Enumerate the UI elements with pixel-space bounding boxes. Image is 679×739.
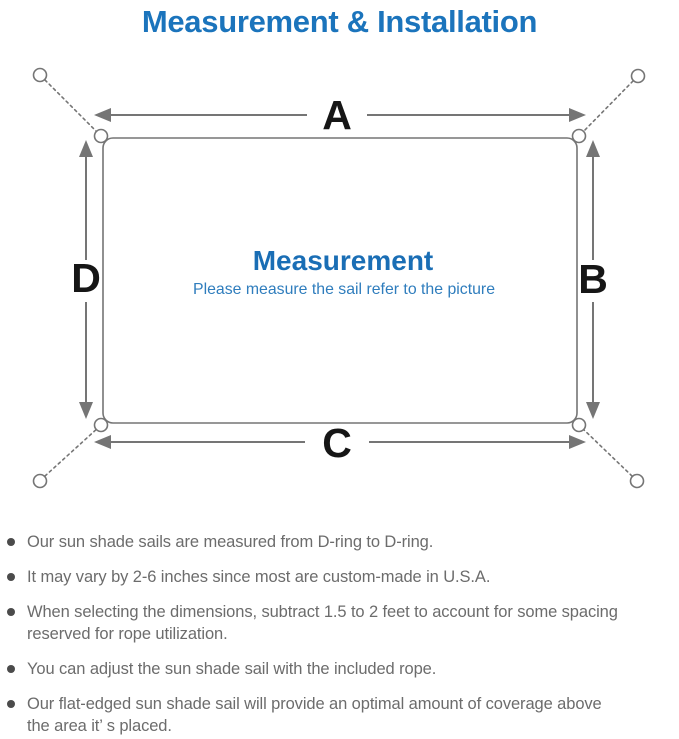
bullet-text-line: When selecting the dimensions, subtract … (27, 603, 618, 621)
arrowhead-a-right (569, 108, 586, 122)
arrowhead-c-left (94, 435, 111, 449)
bullet-text-line: Our flat-edged sun shade sail will provi… (27, 695, 602, 713)
connector-line-bottom-left (44, 426, 100, 477)
anchor-ring-bottom-left (32, 473, 48, 489)
diagram-center-title: Measurement (253, 245, 434, 276)
arrowhead-b-bottom (586, 402, 600, 419)
connector-line-bottom-right (580, 426, 633, 477)
diagram-center-subtitle: Please measure the sail refer to the pic… (193, 281, 495, 298)
arrowhead-c-right (569, 435, 586, 449)
d-ring-bottom-right (571, 417, 587, 433)
list-item: Our sun shade sails are measured from D-… (7, 531, 675, 553)
anchor-ring-top-left (32, 67, 48, 83)
arrowhead-b-top (586, 140, 600, 157)
dimension-label-a: A (322, 92, 352, 138)
arrowhead-a-left (94, 108, 111, 122)
anchor-ring-bottom-right (629, 473, 645, 489)
connector-line-top-right (580, 80, 634, 135)
bullet-icon (7, 538, 15, 546)
bullet-icon (7, 573, 15, 581)
list-item: Our flat-edged sun shade sail will provi… (7, 693, 675, 737)
d-ring-top-left (93, 128, 109, 144)
bullet-text-line: reserved for rope utilization. (27, 625, 228, 643)
connector-line-top-left (44, 79, 100, 135)
list-item: When selecting the dimensions, subtract … (7, 601, 675, 645)
bullet-icon (7, 700, 15, 708)
arrowhead-d-bottom (79, 402, 93, 419)
bullet-text-line: It may vary by 2-6 inches since most are… (27, 568, 491, 586)
page-title: Measurement & Installation (141, 4, 538, 39)
d-ring-top-right (571, 128, 587, 144)
measurement-diagram: A C D B Measurem (32, 67, 646, 489)
list-item: You can adjust the sun shade sail with t… (7, 658, 675, 680)
dimension-label-d: D (71, 255, 101, 301)
d-ring-bottom-left (93, 417, 109, 433)
bullet-text-line: You can adjust the sun shade sail with t… (27, 660, 437, 678)
bullet-icon (7, 608, 15, 616)
instruction-list: Our sun shade sails are measured from D-… (0, 513, 679, 737)
dimension-label-b: B (578, 256, 608, 302)
list-item: It may vary by 2-6 inches since most are… (7, 566, 675, 588)
anchor-ring-top-right (630, 68, 646, 84)
bullet-text-line: Our sun shade sails are measured from D-… (27, 533, 434, 551)
arrowhead-d-top (79, 140, 93, 157)
dimension-label-c: C (322, 420, 352, 466)
bullet-text-line: the area it’ s placed. (27, 717, 172, 735)
sail-outline (102, 137, 578, 424)
bullet-icon (7, 665, 15, 673)
